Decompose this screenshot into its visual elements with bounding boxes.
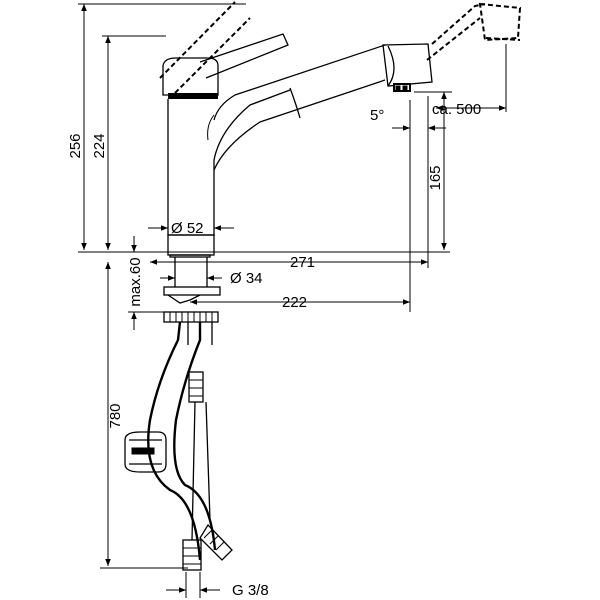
body-column [167, 89, 291, 236]
supply-hose-pipes [187, 322, 213, 345]
hose-weight [124, 431, 167, 473]
label-overall-height: 256 [67, 133, 84, 158]
spray-head-extended [478, 2, 522, 42]
spray-head [382, 43, 433, 87]
hose-fitting-upper [188, 371, 204, 403]
lever-raised-position [159, 1, 251, 94]
label-pullout-length: ca. 500 [432, 101, 481, 118]
label-connection-thread: G 3/8 [232, 582, 269, 599]
label-spout-height: 224 [91, 133, 108, 158]
mounting-plate [163, 286, 221, 296]
mounting-nut [163, 311, 219, 323]
spray-nozzle [393, 83, 411, 92]
label-mounting-reach: 222 [282, 294, 307, 311]
spout-lower-edge [213, 79, 386, 171]
label-hose-length: 780 [107, 403, 124, 428]
dimension-lines [78, 3, 507, 598]
lever-cap [162, 57, 219, 96]
label-body-diameter: Ø 52 [171, 220, 204, 237]
supply-hose-pullout [147, 321, 202, 561]
cap-ring [168, 93, 218, 99]
label-spout-reach: 271 [290, 254, 315, 271]
lever-handle [199, 33, 289, 79]
label-outlet-height: 165 [427, 165, 444, 190]
hose-fitting-lower-right [199, 523, 233, 561]
spout-upper-edge [213, 44, 386, 121]
faucet-body [124, 1, 522, 571]
body-highlight [207, 114, 215, 141]
label-countertop-thickness: max.60 [127, 257, 144, 306]
spray-head-inner [387, 45, 395, 87]
hose-fitting-lower-left [182, 539, 202, 571]
spray-hose-extended [426, 3, 486, 61]
spout-joint [289, 87, 301, 119]
label-base-diameter: Ø 34 [230, 270, 263, 287]
label-tilt-angle: 5° [370, 107, 384, 124]
